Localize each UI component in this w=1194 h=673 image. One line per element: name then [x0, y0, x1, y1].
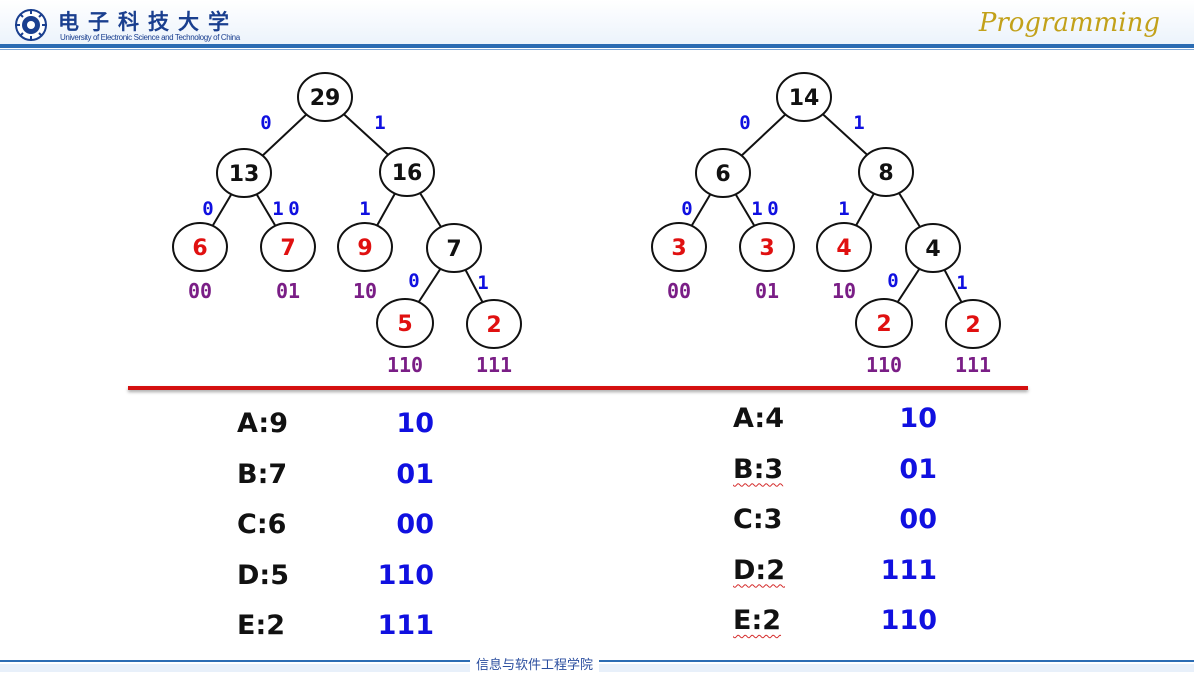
- symbol-weight-label: B:3: [733, 453, 784, 485]
- leaf-node: [172, 222, 228, 272]
- header: [0, 0, 1194, 48]
- huffman-code-value: 110: [880, 605, 937, 636]
- leaf-node: [376, 298, 434, 348]
- leaf-code-label: 00: [667, 279, 691, 303]
- symbol-weight-label: C:6: [237, 509, 287, 540]
- node-weight-label: 2: [876, 312, 891, 337]
- huffman-code-value: 00: [899, 504, 937, 535]
- edge-bit-label: 0: [260, 112, 271, 134]
- huffman-code-value: 111: [377, 610, 434, 641]
- university-name-en: University of Electronic Science and Tec…: [60, 33, 240, 42]
- node-weight-label: 4: [925, 237, 940, 262]
- internal-node: [695, 148, 751, 198]
- node-weight-label: 2: [486, 313, 501, 338]
- symbol-weight-label: D:5: [237, 559, 289, 591]
- edge-bit-label: 1: [751, 198, 762, 220]
- section-divider: [128, 386, 1028, 390]
- symbol-weight-label: A:4: [733, 403, 784, 434]
- leaf-code-label: 00: [188, 279, 212, 303]
- edge-bit-label: 1: [838, 198, 849, 220]
- edge-bit-label: 1: [853, 112, 864, 134]
- symbol-weight-label: E:2: [733, 605, 782, 636]
- node-weight-label: 14: [789, 86, 820, 111]
- leaf-node: [945, 299, 1001, 349]
- symbol-weight-label: A:9: [237, 408, 288, 439]
- leaf-node: [337, 222, 393, 272]
- node-weight-label: 3: [671, 236, 686, 261]
- edge-bit-label: 0: [288, 198, 299, 220]
- slide-category-title: Programming: [978, 8, 1160, 38]
- leaf-code-label: 01: [276, 279, 300, 303]
- leaf-node: [739, 222, 795, 272]
- node-weight-label: 4: [836, 236, 851, 261]
- node-weight-label: 13: [229, 162, 260, 187]
- internal-node: [858, 147, 914, 197]
- edge-bit-label: 1: [359, 198, 370, 220]
- leaf-code-label: 01: [755, 279, 779, 303]
- node-weight-label: 9: [357, 236, 372, 261]
- huffman-code-value: 00: [396, 509, 434, 540]
- leaf-code-label: 10: [353, 279, 377, 303]
- edge-bit-label: 0: [887, 270, 898, 292]
- node-weight-label: 6: [715, 162, 730, 187]
- edge-bit-label: 1: [374, 112, 385, 134]
- node-weight-label: 8: [878, 161, 893, 186]
- university-logo-icon: [15, 9, 47, 41]
- leaf-node: [466, 299, 522, 349]
- huffman-code-value: 01: [899, 453, 937, 485]
- node-weight-label: 7: [280, 236, 295, 261]
- node-weight-label: 3: [759, 236, 774, 261]
- node-weight-label: 16: [392, 161, 423, 186]
- node-weight-label: 2: [965, 313, 980, 338]
- leaf-node: [855, 298, 913, 348]
- edge-bit-label: 1: [477, 272, 488, 294]
- internal-node: [426, 223, 482, 273]
- edge-bit-label: 0: [739, 112, 750, 134]
- huffman-code-value: 10: [396, 408, 434, 439]
- internal-node: [297, 72, 353, 122]
- symbol-weight-label: D:2: [733, 554, 785, 586]
- node-weight-label: 6: [192, 236, 207, 261]
- edge-bit-label: 0: [408, 270, 419, 292]
- header-divider-thin: [0, 49, 1194, 50]
- leaf-code-label: 110: [866, 353, 902, 377]
- edge-bit-label: 0: [767, 198, 778, 220]
- edge-bit-label: 0: [681, 198, 692, 220]
- edge-bit-label: 1: [272, 198, 283, 220]
- symbol-weight-label: E:2: [237, 610, 286, 641]
- huffman-code-value: 10: [899, 403, 937, 434]
- internal-node: [379, 147, 435, 197]
- internal-node: [776, 72, 832, 122]
- footer-school-name: 信息与软件工程学院: [470, 659, 600, 673]
- leaf-code-label: 111: [476, 353, 512, 377]
- edge-bit-label: 1: [956, 272, 967, 294]
- leaf-node: [651, 222, 707, 272]
- node-weight-label: 29: [310, 86, 341, 111]
- leaf-code-label: 110: [387, 353, 423, 377]
- huffman-code-value: 111: [880, 554, 937, 586]
- symbol-weight-label: B:7: [237, 458, 288, 490]
- internal-node: [216, 148, 272, 198]
- node-weight-label: 7: [446, 237, 461, 262]
- huffman-code-value: 01: [396, 458, 434, 490]
- leaf-code-label: 10: [832, 279, 856, 303]
- header-divider: [0, 44, 1194, 48]
- node-weight-label: 5: [397, 312, 412, 337]
- leaf-node: [260, 222, 316, 272]
- symbol-weight-label: C:3: [733, 504, 783, 535]
- edge-bit-label: 0: [202, 198, 213, 220]
- university-name-cn: 电子科技大学: [58, 9, 238, 34]
- internal-node: [905, 223, 961, 273]
- huffman-code-value: 110: [377, 559, 434, 591]
- leaf-code-label: 111: [955, 353, 991, 377]
- leaf-node: [816, 222, 872, 272]
